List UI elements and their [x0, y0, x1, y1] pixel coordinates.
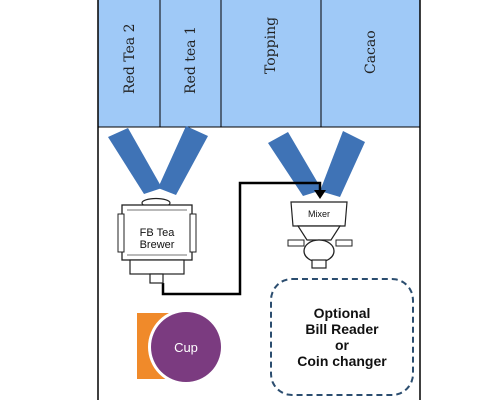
cup-icon: Cup: [137, 309, 224, 385]
container-cacao-label: Cacao: [363, 30, 379, 74]
chute-red-tea-1: [158, 126, 208, 195]
chute-cacao: [320, 131, 365, 197]
cup-circle: [151, 312, 221, 382]
brewer-label-line1: FB Tea: [140, 227, 176, 239]
optional-line1: Optional: [313, 305, 371, 321]
container-band: [98, 0, 420, 127]
brewer: FB Tea Brewer: [117, 197, 197, 284]
container-red-tea-1-label: Red tea 1: [183, 26, 199, 94]
container-red-tea-2-label: Red Tea 2: [122, 24, 138, 94]
cup-label: Cup: [174, 340, 198, 355]
mixer: Mixer: [287, 201, 353, 269]
chute-topping: [268, 132, 322, 196]
optional-line2: Bill Reader: [305, 321, 379, 337]
connector-line: [161, 181, 322, 296]
mixer-label: Mixer: [308, 209, 330, 219]
optional-line4: Coin changer: [297, 353, 387, 369]
optional-payment-box: Optional Bill Reader or Coin changer: [270, 278, 414, 396]
connector-arrowhead: [314, 190, 326, 199]
chute-red-tea-2: [108, 128, 162, 194]
brewer-label-line2: Brewer: [140, 239, 175, 251]
container-topping-label: Topping: [263, 17, 279, 74]
optional-line3: or: [335, 337, 349, 353]
